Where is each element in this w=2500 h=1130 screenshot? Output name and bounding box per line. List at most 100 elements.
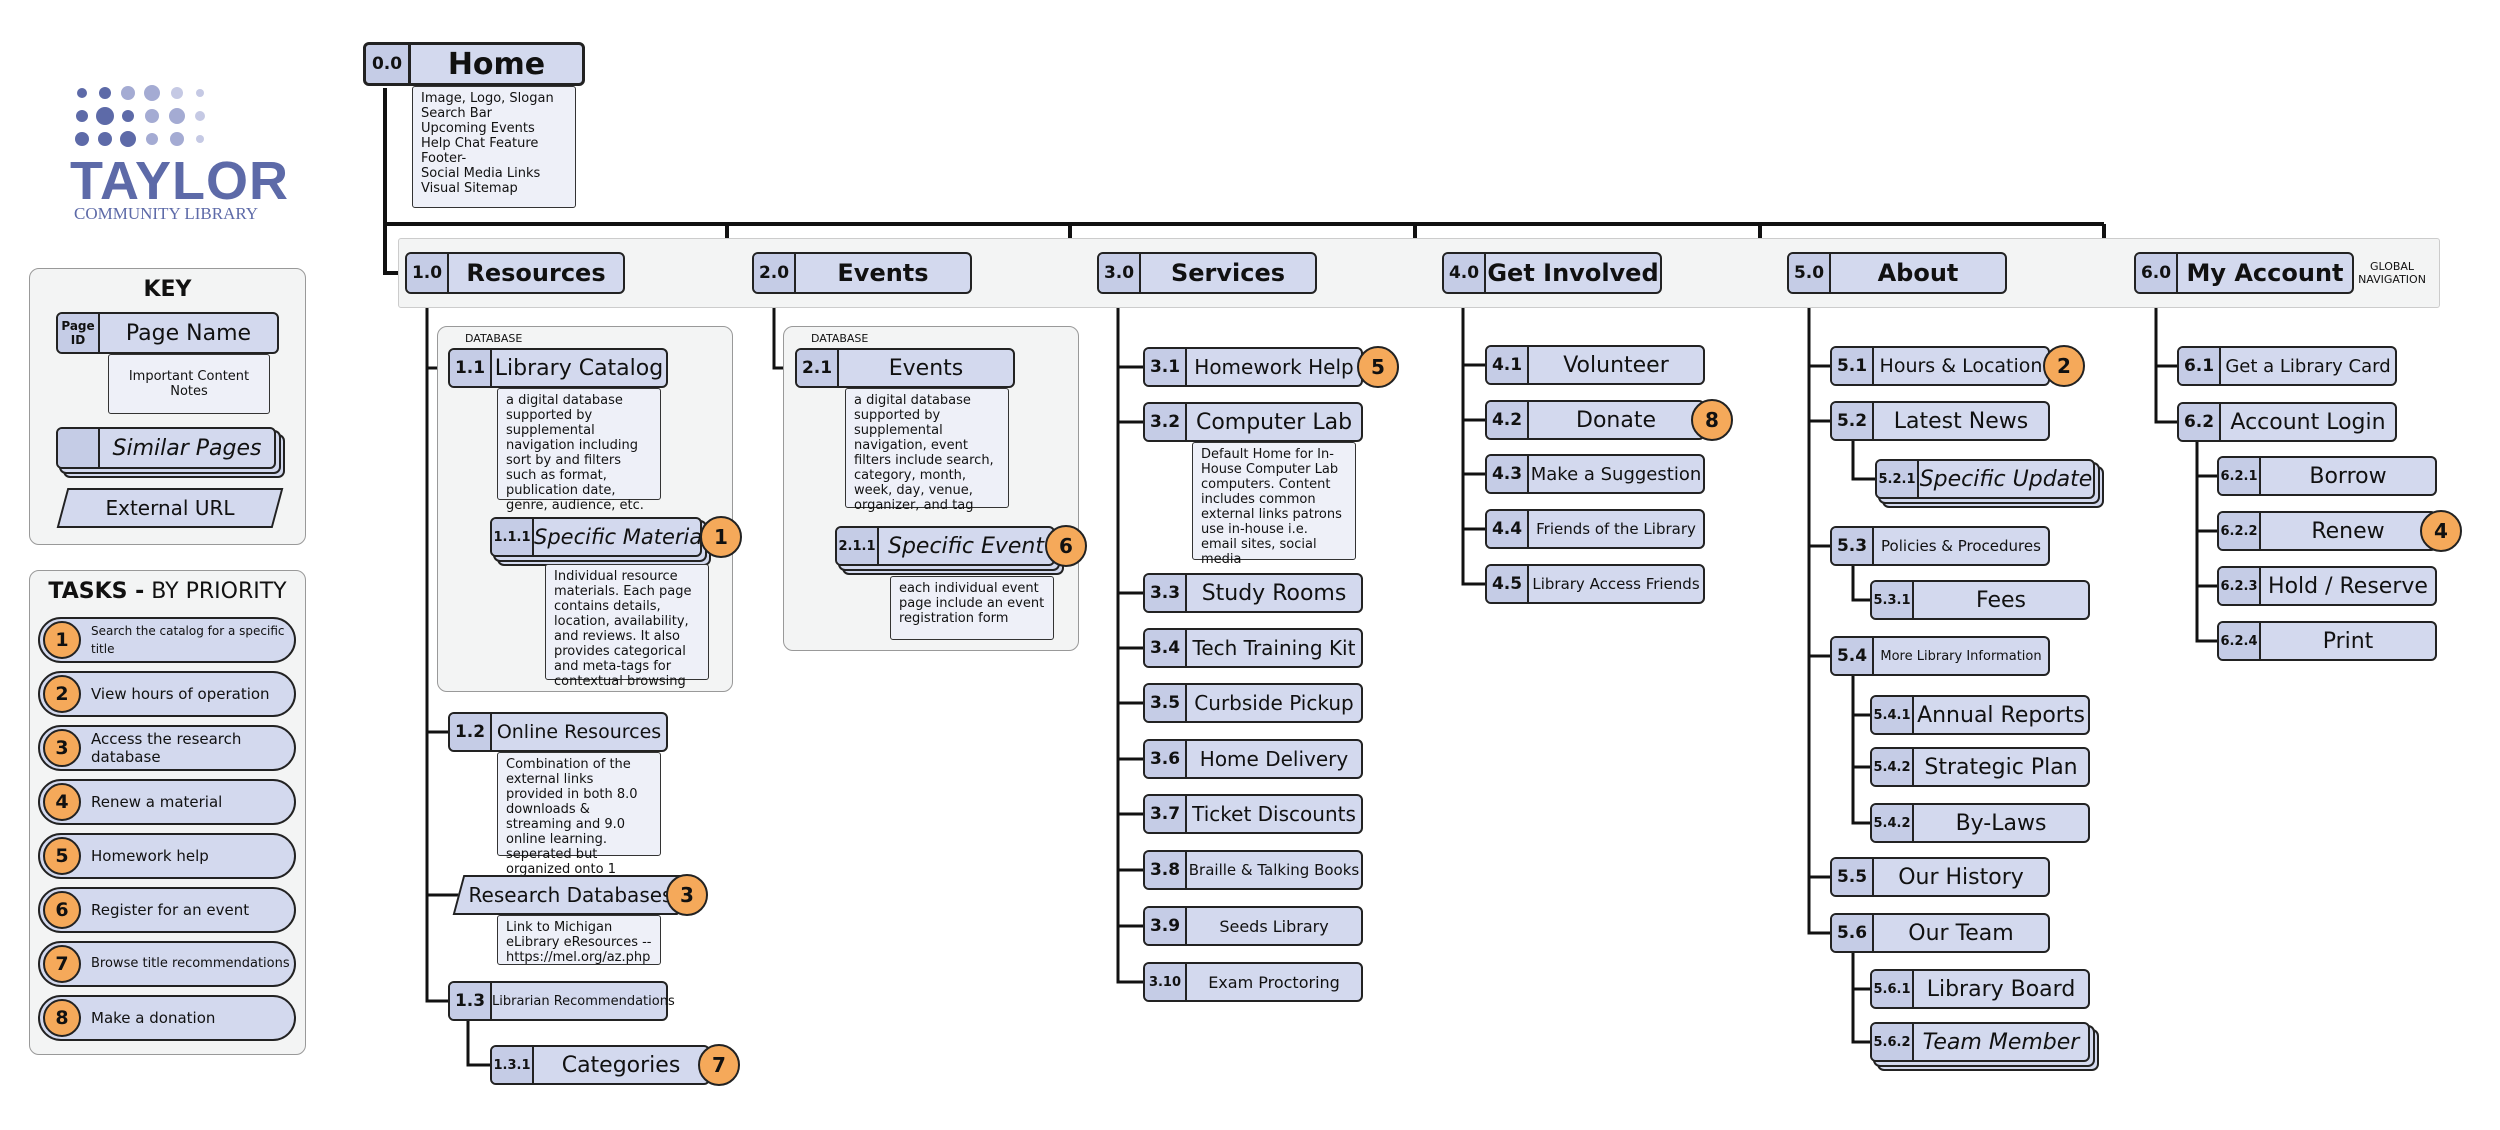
page-id: 1.3 bbox=[450, 983, 492, 1019]
page-renew[interactable]: 6.2.2 Renew bbox=[2217, 511, 2437, 551]
page-specific-event[interactable]: 2.1.1 Specific Event bbox=[835, 526, 1055, 566]
task-number: 1 bbox=[43, 621, 81, 659]
online-resources-notes: Combination of the external links provid… bbox=[497, 752, 661, 892]
page-team-member[interactable]: 5.6.2 Team Member bbox=[1870, 1022, 2090, 1062]
page-borrow[interactable]: 6.2.1 Borrow bbox=[2217, 456, 2437, 496]
page-name: Homework Help bbox=[1194, 355, 1354, 379]
page-by-laws[interactable]: 5.4.2 By-Laws bbox=[1870, 803, 2090, 843]
page-id: 5.3.1 bbox=[1872, 582, 1914, 618]
page-id: 5.5 bbox=[1832, 859, 1874, 895]
nav-events-label: Events bbox=[837, 259, 929, 287]
page-id: 4.1 bbox=[1487, 347, 1529, 383]
task-number: 4 bbox=[43, 783, 81, 821]
page-our-history[interactable]: 5.5 Our History bbox=[1830, 857, 2050, 897]
page-name: Library Access Friends bbox=[1532, 575, 1700, 593]
page-id: 3.9 bbox=[1145, 908, 1187, 944]
page-name: Print bbox=[2322, 628, 2374, 654]
page-events[interactable]: 2.1 Events bbox=[795, 348, 1015, 388]
nav-about[interactable]: 5.0 About bbox=[1787, 252, 2007, 294]
page-id: 4.5 bbox=[1487, 566, 1529, 602]
page-ticket-discounts[interactable]: 3.7 Ticket Discounts bbox=[1143, 794, 1363, 834]
page-id: 3.2 bbox=[1145, 404, 1187, 440]
page-id: 5.6.2 bbox=[1872, 1024, 1914, 1060]
page-specific-update[interactable]: 5.2.1 Specific Update bbox=[1875, 459, 2095, 499]
page-name: Ticket Discounts bbox=[1192, 802, 1356, 826]
page-make-a-suggestion[interactable]: 4.3 Make a Suggestion bbox=[1485, 454, 1705, 494]
page-policies-procedures[interactable]: 5.3 Policies & Procedures bbox=[1830, 526, 2050, 566]
page-name: Volunteer bbox=[1563, 352, 1669, 378]
page-latest-news[interactable]: 5.2 Latest News bbox=[1830, 401, 2050, 441]
logo-dots-icon bbox=[75, 85, 205, 147]
page-id: 6.2 bbox=[2179, 404, 2221, 440]
link-research-databases[interactable]: Research Databases bbox=[452, 875, 689, 915]
page-account-login[interactable]: 6.2 Account Login bbox=[2177, 402, 2397, 442]
page-our-team[interactable]: 5.6 Our Team bbox=[1830, 913, 2050, 953]
page-homework-help[interactable]: 3.1 Homework Help bbox=[1143, 347, 1363, 387]
page-id: 2.1 bbox=[797, 350, 839, 386]
page-name: Online Resources bbox=[496, 721, 662, 743]
nav-services[interactable]: 3.0 Services bbox=[1097, 252, 1317, 294]
page-id: 6.1 bbox=[2179, 348, 2221, 384]
page-categories[interactable]: 1.3.1 Categories bbox=[490, 1045, 710, 1085]
page-get-library-card[interactable]: 6.1 Get a Library Card bbox=[2177, 346, 2397, 386]
task-label: Make a donation bbox=[91, 1009, 216, 1027]
page-id: 6.2.2 bbox=[2219, 513, 2261, 549]
key-similar-label: Similar Pages bbox=[112, 435, 262, 461]
nav-my-account[interactable]: 6.0 My Account bbox=[2134, 252, 2354, 294]
page-seeds-library[interactable]: 3.9 Seeds Library bbox=[1143, 906, 1363, 946]
page-name: Specific Event bbox=[888, 533, 1044, 559]
page-friends-of-library[interactable]: 4.4 Friends of the Library bbox=[1485, 509, 1705, 549]
page-name: By-Laws bbox=[1955, 810, 2047, 836]
home-notes: Image, Logo, Slogan Search Bar Upcoming … bbox=[412, 86, 576, 208]
page-name: Tech Training Kit bbox=[1192, 636, 1356, 660]
nav-resources-id: 1.0 bbox=[407, 254, 449, 292]
page-print[interactable]: 6.2.4 Print bbox=[2217, 621, 2437, 661]
page-online-resources[interactable]: 1.2 Online Resources bbox=[448, 712, 668, 752]
page-id: 5.4.2 bbox=[1872, 805, 1914, 841]
nav-events[interactable]: 2.0 Events bbox=[752, 252, 972, 294]
key-title: KEY bbox=[143, 277, 192, 302]
task-badge: 8 bbox=[1691, 399, 1733, 441]
page-library-catalog[interactable]: 1.1 Library Catalog bbox=[448, 348, 668, 388]
logo: TAYLOR COMMUNITY LIBRARY bbox=[60, 80, 288, 230]
page-strategic-plan[interactable]: 5.4.2 Strategic Plan bbox=[1870, 747, 2090, 787]
page-curbside-pickup[interactable]: 3.5 Curbside Pickup bbox=[1143, 683, 1363, 723]
page-annual-reports[interactable]: 5.4.1 Annual Reports bbox=[1870, 695, 2090, 735]
page-more-library-information[interactable]: 5.4 More Library Information bbox=[1830, 636, 2050, 676]
task-label: View hours of operation bbox=[91, 685, 270, 703]
page-braille-talking-books[interactable]: 3.8 Braille & Talking Books bbox=[1143, 850, 1363, 890]
nav-get-involved-id: 4.0 bbox=[1444, 254, 1486, 292]
page-id: 1.1.1 bbox=[492, 519, 534, 555]
page-name: Home Delivery bbox=[1199, 747, 1349, 771]
page-fees[interactable]: 5.3.1 Fees bbox=[1870, 580, 2090, 620]
page-hours-location[interactable]: 5.1 Hours & Location bbox=[1830, 346, 2050, 386]
page-library-access-friends[interactable]: 4.5 Library Access Friends bbox=[1485, 564, 1705, 604]
nav-get-involved[interactable]: 4.0 Get Involved bbox=[1442, 252, 1662, 294]
key-content-notes: Important Content Notes bbox=[108, 354, 270, 414]
nav-events-id: 2.0 bbox=[754, 254, 796, 292]
page-donate[interactable]: 4.2 Donate bbox=[1485, 400, 1705, 440]
task-badge: 4 bbox=[2420, 510, 2462, 552]
page-specific-material[interactable]: 1.1.1 Specific Material bbox=[490, 517, 708, 557]
key-page-name: Page Name bbox=[125, 320, 252, 346]
page-library-board[interactable]: 5.6.1 Library Board bbox=[1870, 969, 2090, 1009]
page-volunteer[interactable]: 4.1 Volunteer bbox=[1485, 345, 1705, 385]
task-badge: 1 bbox=[700, 516, 742, 558]
page-id: 3.3 bbox=[1145, 575, 1187, 611]
page-name: Exam Proctoring bbox=[1208, 972, 1340, 992]
task-badge: 6 bbox=[1045, 525, 1087, 567]
page-id: 6.2.4 bbox=[2219, 623, 2261, 659]
page-home-delivery[interactable]: 3.6 Home Delivery bbox=[1143, 739, 1363, 779]
home-id: 0.0 bbox=[366, 45, 411, 83]
global-nav-label: GLOBAL NAVIGATION bbox=[2358, 260, 2426, 286]
page-name: Friends of the Library bbox=[1536, 520, 1696, 538]
page-librarian-recommendations[interactable]: 1.3 Librarian Recommendations bbox=[448, 981, 675, 1021]
page-tech-training-kit[interactable]: 3.4 Tech Training Kit bbox=[1143, 628, 1363, 668]
page-exam-proctoring[interactable]: 3.10 Exam Proctoring bbox=[1143, 962, 1363, 1002]
page-hold-reserve[interactable]: 6.2.3 Hold / Reserve bbox=[2217, 566, 2437, 606]
nav-resources[interactable]: 1.0 Resources bbox=[405, 252, 625, 294]
page-computer-lab[interactable]: 3.2 Computer Lab bbox=[1143, 402, 1363, 442]
page-study-rooms[interactable]: 3.3 Study Rooms bbox=[1143, 573, 1363, 613]
